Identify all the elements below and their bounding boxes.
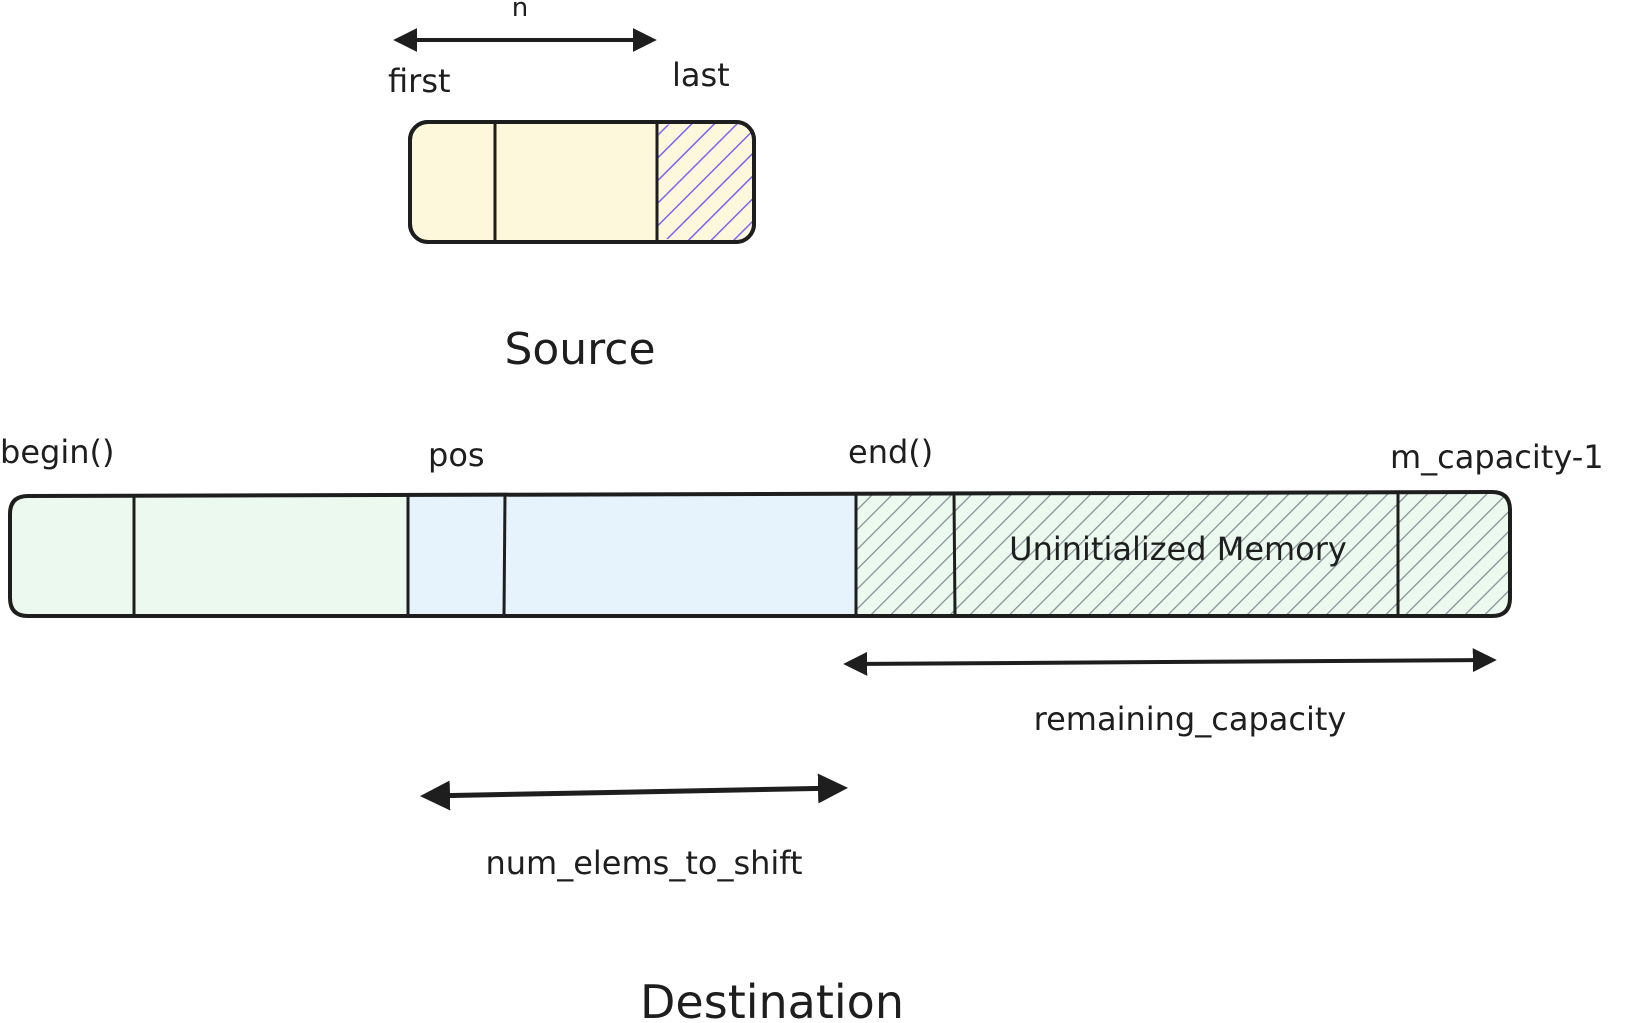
- last-label: last: [672, 56, 730, 94]
- destination-title: Destination: [640, 975, 904, 1023]
- dest-blue-region: [408, 493, 856, 614]
- begin-label: begin(): [0, 433, 114, 471]
- shift-arrow: [420, 773, 848, 811]
- shift-label: num_elems_to_shift: [485, 844, 802, 882]
- dest-cell-divider: [952, 493, 957, 617]
- remaining-capacity-arrow: [843, 648, 1497, 676]
- source-array-outline: [408, 120, 756, 244]
- capacity-label: m_capacity-1: [1390, 438, 1604, 476]
- destination-group: begin() pos end() m_capacity-1 Uninitial…: [0, 433, 1604, 1023]
- pos-label: pos: [428, 436, 485, 474]
- end-label: end(): [848, 433, 933, 471]
- dest-cell-divider: [502, 493, 507, 617]
- source-group: n first last Source: [388, 0, 756, 375]
- n-label: n: [512, 0, 528, 23]
- dest-array-outline: [8, 489, 1512, 618]
- dest-green-region: [10, 493, 408, 616]
- first-label: first: [388, 62, 451, 100]
- remaining-capacity-label: remaining_capacity: [1034, 700, 1347, 738]
- dest-uninitialized-region: [856, 494, 1510, 614]
- uninitialized-label: Uninitialized Memory: [1009, 530, 1347, 568]
- source-last-cell-hatched: [658, 124, 752, 240]
- source-title: Source: [504, 324, 655, 375]
